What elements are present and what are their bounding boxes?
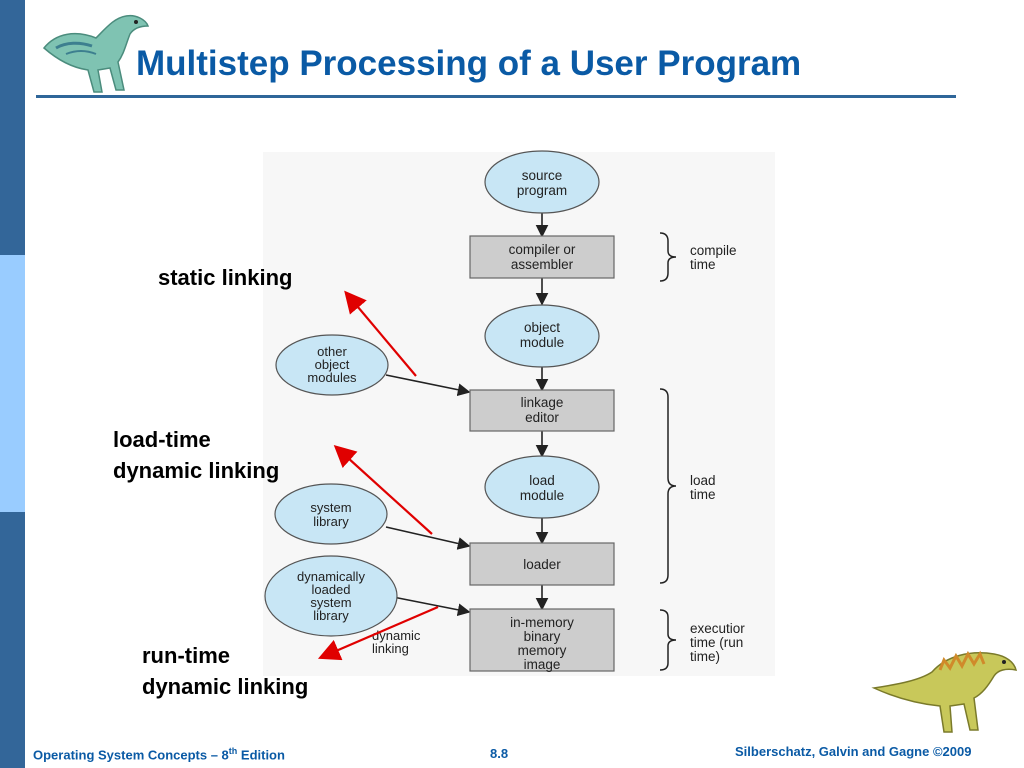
- node-linkage-line1: linkage: [521, 395, 564, 410]
- node-object-line2: module: [520, 335, 564, 350]
- page-title: Multistep Processing of a User Program: [136, 44, 802, 83]
- node-memory-line1: in-memory: [510, 615, 574, 630]
- footer-title-suffix: Edition: [237, 747, 285, 763]
- callout-run-time-line2: dynamic linking: [142, 674, 309, 699]
- node-object-line1: object: [524, 320, 560, 335]
- node-dynamically-loaded-library: dynamically loaded system library: [264, 555, 398, 637]
- node-loader: loader: [469, 542, 615, 586]
- node-other-line2: object: [315, 357, 350, 372]
- phase-compile-line2: time: [690, 257, 716, 272]
- edge-label-dynamic-line1: dynamic: [372, 628, 421, 643]
- node-other-line1: other: [317, 344, 347, 359]
- dinosaur-logo-icon: [871, 650, 1018, 733]
- node-loader-label: loader: [523, 557, 561, 572]
- dinosaur-logo-icon: [42, 14, 150, 93]
- node-other-line3: modules: [307, 370, 357, 385]
- node-compiler-line1: compiler or: [509, 242, 576, 257]
- phase-exec-line2: time (run: [690, 635, 743, 650]
- node-source-line2: program: [517, 183, 567, 198]
- node-dyn-line1: dynamically: [297, 569, 365, 584]
- node-load-line1: load: [529, 473, 555, 488]
- node-dyn-line4: library: [313, 608, 349, 623]
- node-memory-line2: binary: [524, 629, 561, 644]
- footer-book-title: Operating System Concepts – 8th Edition: [33, 746, 285, 762]
- node-source-line1: source: [522, 168, 563, 183]
- annotation-arrow-run-time: [317, 605, 439, 661]
- sidebar-accent: [0, 255, 25, 512]
- phase-exec-line1: executior: [690, 621, 745, 636]
- callout-static-linking: static linking: [158, 265, 293, 290]
- node-compiler-assembler: compiler or assembler: [469, 235, 615, 279]
- node-source-program: source program: [484, 150, 600, 214]
- annotation-arrow-static: [344, 290, 417, 377]
- arrow-dyn-library-to-memory: [392, 596, 471, 617]
- node-memory-line4: image: [524, 657, 561, 672]
- brace-load-time: [659, 388, 677, 584]
- node-other-object-modules: other object modules: [275, 334, 389, 396]
- node-compiler-line2: assembler: [511, 257, 574, 272]
- phase-load-line1: load: [690, 473, 716, 488]
- brace-execution-time: [659, 609, 677, 671]
- annotation-arrow-load-time: [333, 445, 433, 535]
- node-in-memory-image: in-memory binary memory image: [469, 608, 615, 672]
- title-divider: [36, 95, 956, 98]
- edge-label-dynamic-line2: linking: [372, 641, 409, 656]
- node-system-library: system library: [274, 483, 388, 545]
- phase-compile-line1: compile: [690, 243, 737, 258]
- node-object-module: object module: [484, 304, 600, 368]
- callout-run-time-line1: run-time: [142, 643, 230, 668]
- callout-load-time-line2: dynamic linking: [113, 458, 280, 483]
- node-linkage-editor: linkage editor: [469, 389, 615, 432]
- node-load-module: load module: [484, 455, 600, 519]
- arrow-system-library-to-loader: [385, 526, 471, 550]
- footer-title-superscript: th: [228, 746, 238, 756]
- phase-exec-line3: time): [690, 649, 720, 664]
- footer-title-prefix: Operating System Concepts – 8: [33, 747, 229, 763]
- page-number: 8.8: [490, 746, 509, 761]
- callout-load-time-line1: load-time: [113, 427, 211, 452]
- node-load-line2: module: [520, 488, 564, 503]
- node-linkage-line2: editor: [525, 410, 559, 425]
- phase-load-line2: time: [690, 487, 716, 502]
- node-system-line1: system: [310, 500, 351, 515]
- brace-compile-time: [659, 232, 677, 282]
- node-dyn-line3: system: [310, 595, 351, 610]
- node-memory-line3: memory: [518, 643, 567, 658]
- footer-authors: Silberschatz, Galvin and Gagne ©2009: [735, 744, 972, 759]
- node-dyn-line2: loaded: [311, 582, 350, 597]
- arrow-other-modules-to-linkage: [385, 374, 471, 397]
- node-system-line2: library: [313, 514, 349, 529]
